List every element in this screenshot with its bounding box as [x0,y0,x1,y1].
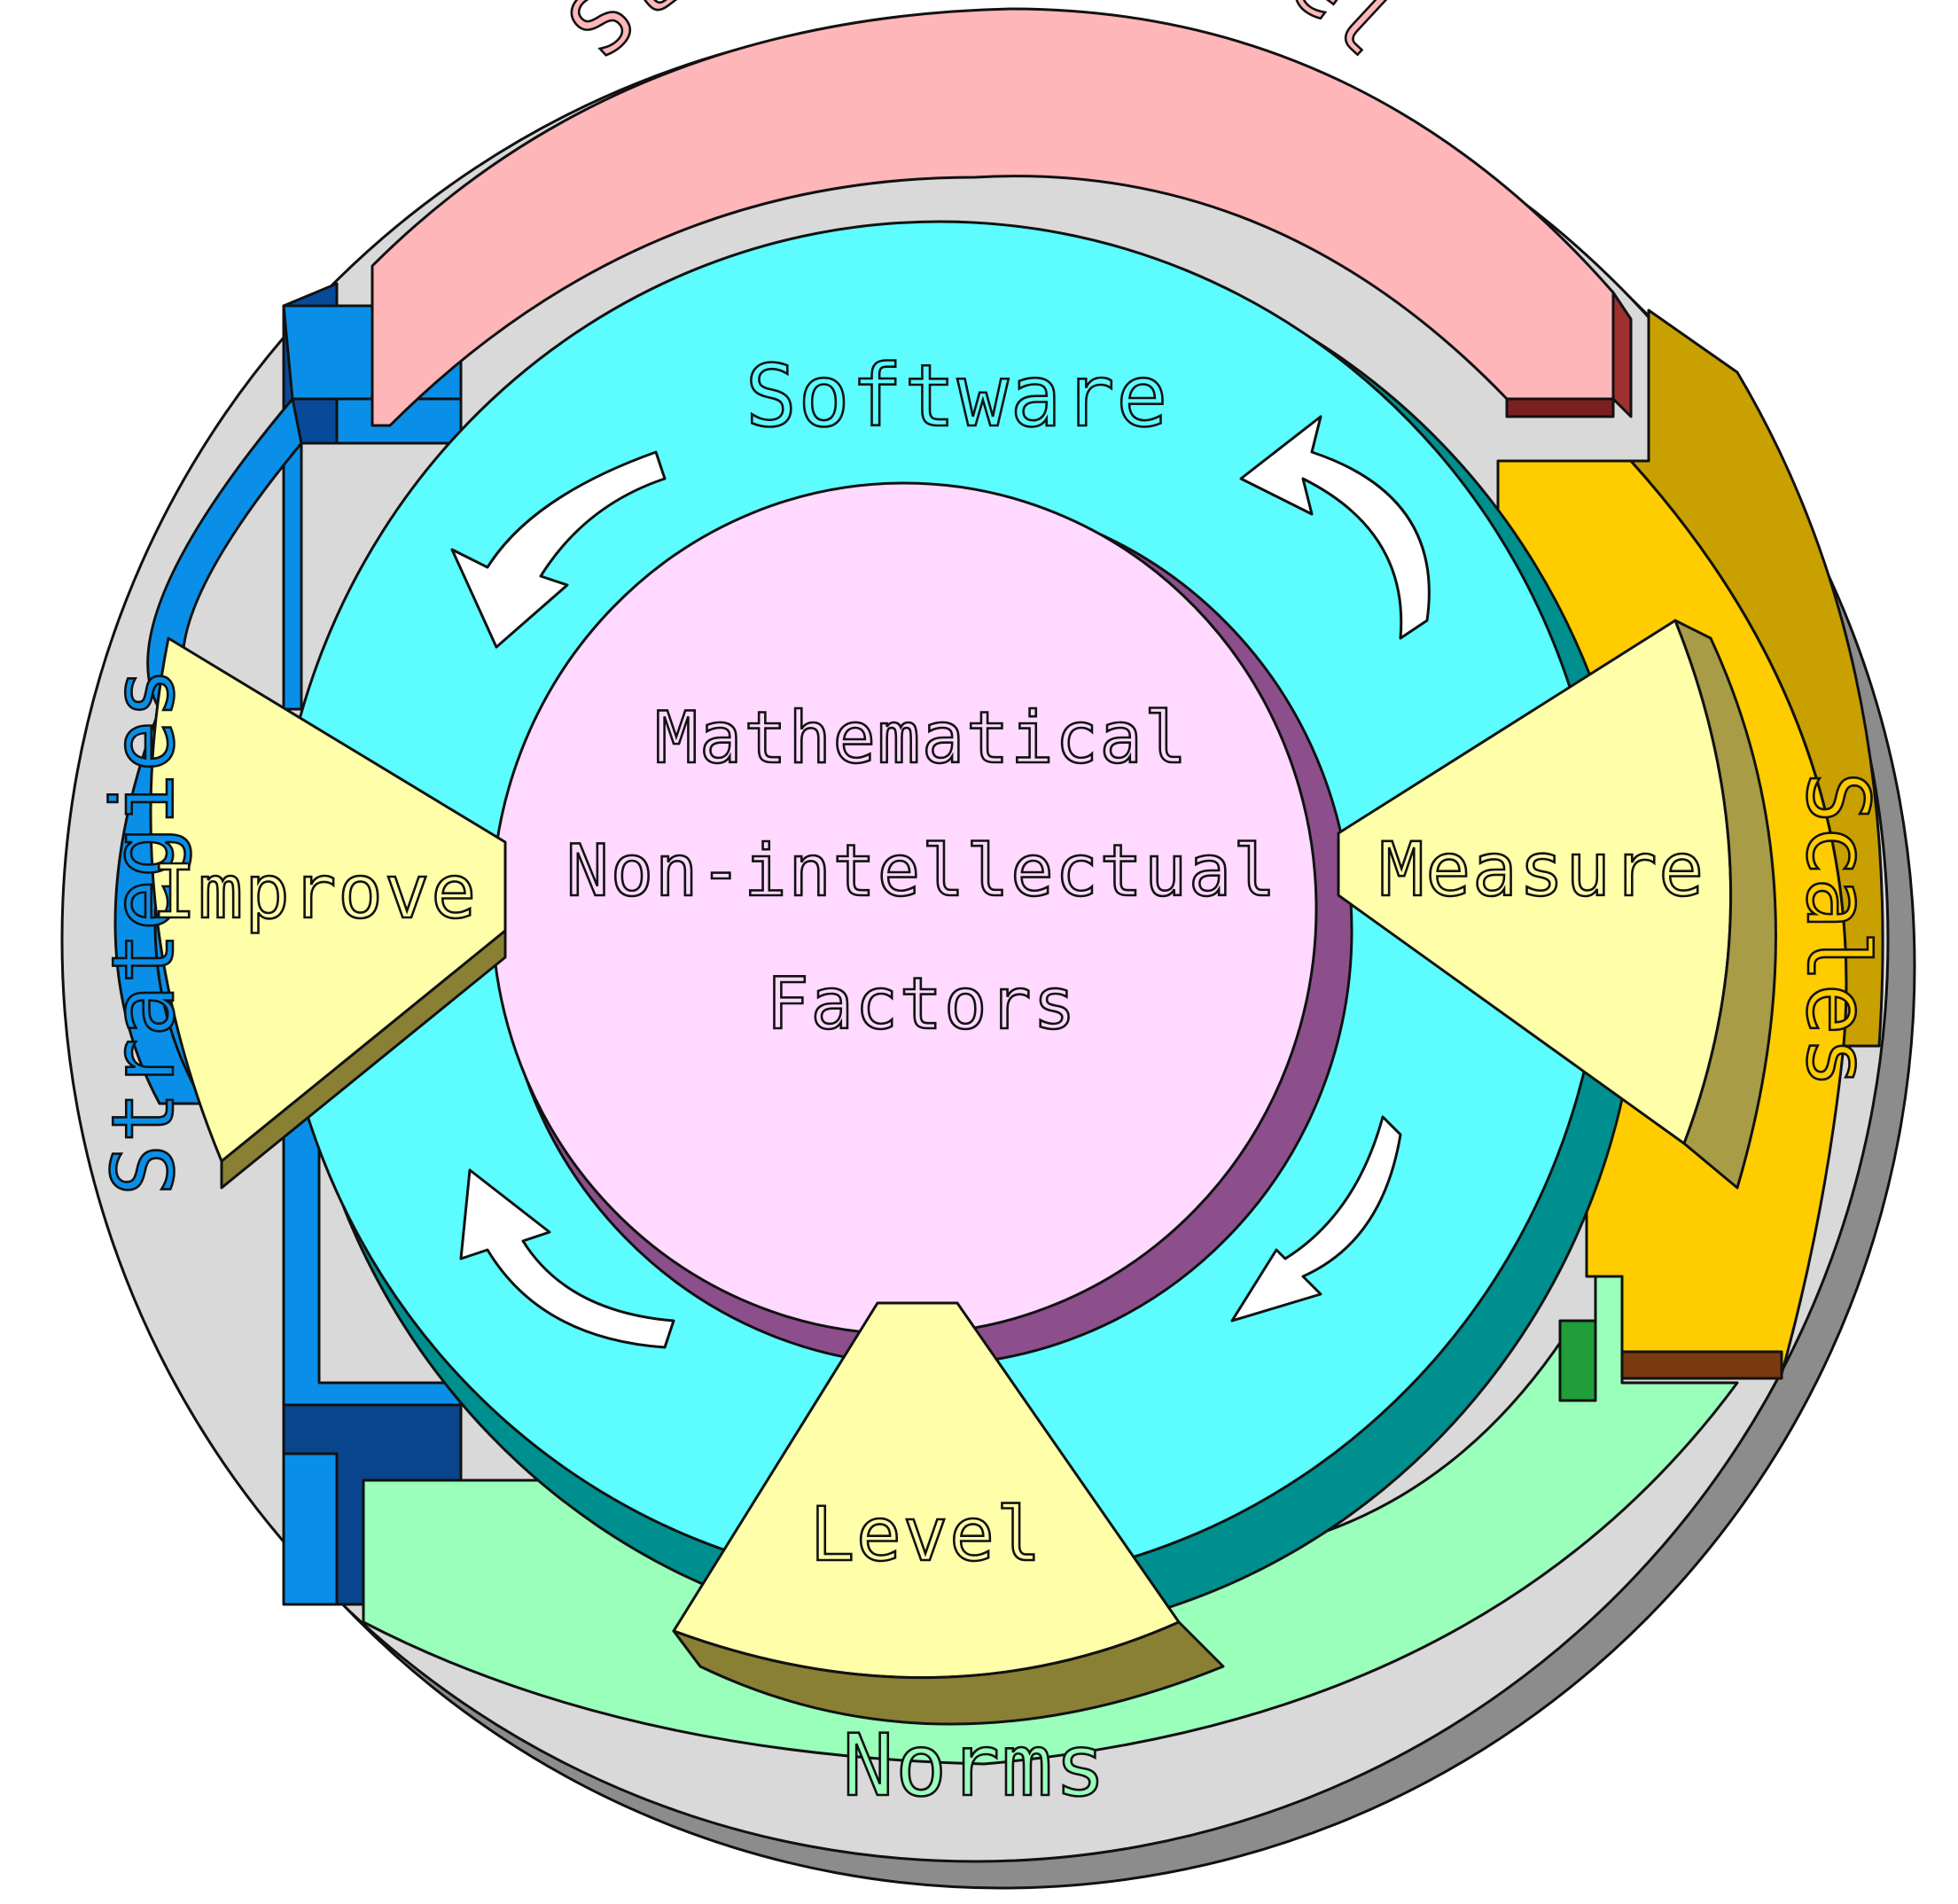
structural-model-segment [371,7,1633,427]
cycle-arrows [450,415,1431,1349]
measure-label: Measure [1379,826,1705,913]
improve-sector [149,636,507,1190]
level-sector [672,1301,1225,1726]
arrow-icon [459,1168,675,1349]
scales-label: Scales [1788,772,1887,1090]
measure-sector [1337,619,1777,1190]
arrow-icon [1239,415,1431,640]
norms-label: Norms [843,1716,1108,1815]
software-label: Software [745,347,1169,446]
center-label-line2: Non-intellectual [566,830,1278,912]
strategies-label: Strategies [94,666,193,1196]
center-label-line3: Factors [766,963,1077,1045]
center-label-line1: Mathematical [655,697,1189,779]
center-disk [490,481,1353,1367]
level-label: Level [810,1491,1043,1578]
arrow-icon [450,450,667,649]
improve-label: Improve [152,848,478,935]
arrow-icon [1230,1115,1402,1323]
